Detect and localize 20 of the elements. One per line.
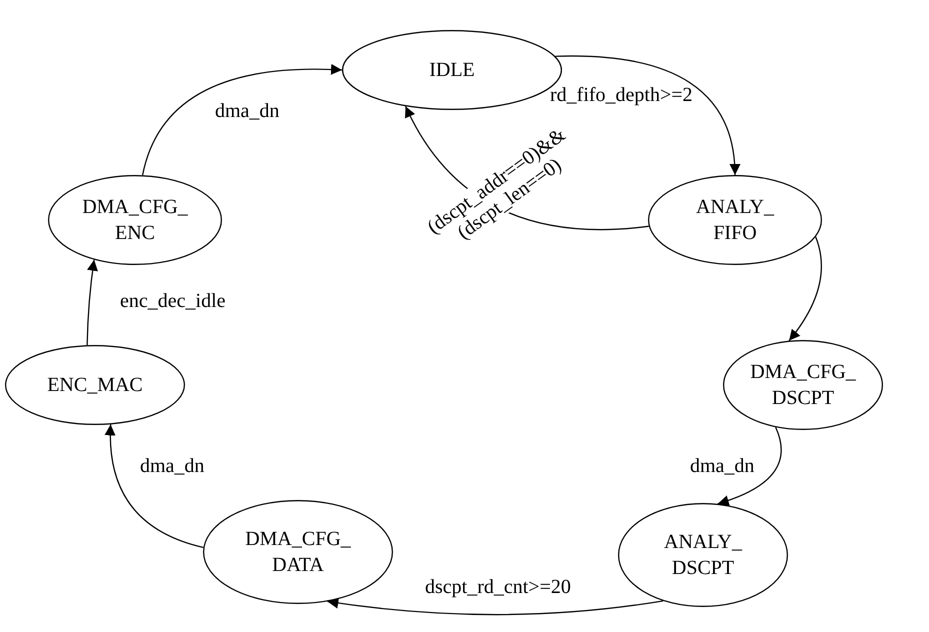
edge-label: dma_dn: [140, 455, 204, 477]
state-name: ENC_MAC: [46, 373, 144, 398]
edge-label: enc_dec_idle: [120, 290, 226, 312]
edge-label: dscpt_rd_cnt>=20: [425, 576, 571, 598]
state-name: IDLE: [428, 58, 476, 83]
state-name: ANALY_ DSCPT: [663, 530, 744, 581]
transition-arrow: [142, 64, 342, 176]
transition-arrow: [86, 260, 98, 346]
state-name: ANALY_ FIFO: [695, 195, 776, 246]
transition-arrow: [327, 598, 664, 616]
state-name: DMA_CFG_ DATA: [244, 527, 352, 578]
transition-arrow: [788, 236, 822, 342]
transition-arrow: [104, 424, 204, 548]
edge-label: dma_dn: [215, 100, 280, 122]
transition-arrow: [555, 56, 740, 176]
state-name: DMA_CFG_ ENC: [81, 195, 189, 246]
state-name: DMA_CFG_ DSCPT: [749, 360, 857, 411]
edge-label: rd_fifo_depth>=2: [550, 84, 693, 106]
edge-label: dma_dn: [690, 455, 754, 477]
transition-arrow: [718, 427, 782, 506]
